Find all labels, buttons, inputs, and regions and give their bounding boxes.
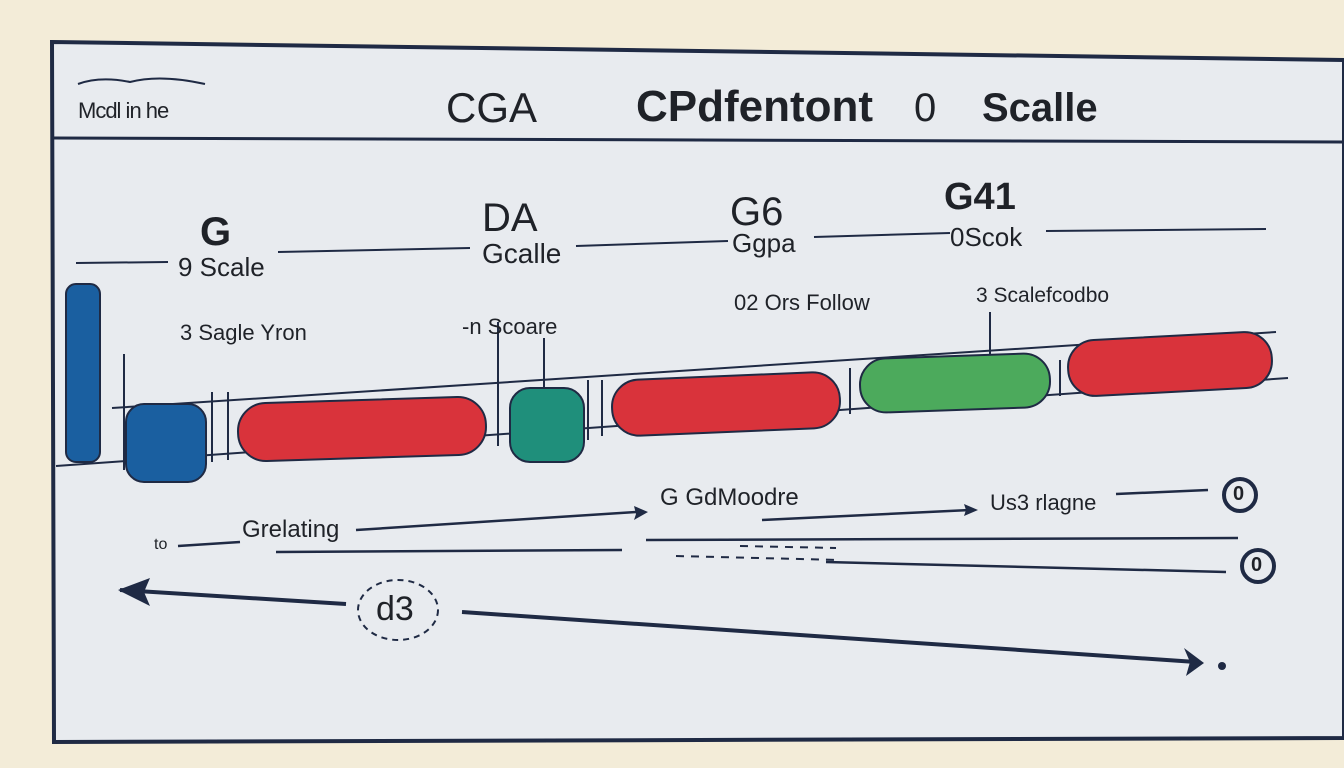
stage-4-sub: 0Scok	[950, 222, 1023, 252]
segment-blue-block	[125, 403, 207, 483]
arrow-right-icon	[1184, 648, 1204, 676]
stage-1-sub: 9 Scale	[178, 252, 265, 282]
stage-connectors	[75, 228, 1267, 264]
circle-top-label: 0	[1233, 483, 1245, 505]
circle-top-icon	[1222, 477, 1258, 513]
title-left: CGA	[446, 84, 538, 131]
flow-left-prefix: to	[154, 536, 168, 553]
stage-1-note: 3 Sagle Yron	[180, 320, 307, 345]
flow-lines	[119, 488, 1239, 664]
segment-green	[859, 352, 1051, 414]
segment-red-2	[611, 371, 841, 437]
segment-teal	[509, 387, 585, 463]
loop-label: d3	[376, 590, 414, 628]
arrow-left-icon	[118, 578, 150, 606]
corner-note: Mcdl in he	[78, 98, 169, 123]
stage-3-note: 02 Ors Follow	[734, 290, 870, 315]
corner-flourish	[77, 77, 206, 85]
track-segments	[65, 283, 1273, 483]
stage-3-head: G6	[730, 190, 784, 234]
dot-icon	[1218, 662, 1226, 670]
stage-3-sub: Ggpa	[732, 228, 796, 258]
stage-4-head: G41	[944, 176, 1016, 218]
stage-4-note: 3 Scalefcodbo	[976, 284, 1110, 307]
arrow-mid-icon	[634, 506, 648, 520]
title-right: Scalle	[982, 86, 1098, 130]
circle-bottom-icon	[1240, 548, 1276, 584]
page-title: CPdfentont	[636, 82, 874, 131]
segment-red-1	[237, 395, 487, 463]
stage-2-note: -n Scoare	[462, 314, 558, 339]
header-divider	[53, 136, 1344, 144]
stage-2-sub: Gcalle	[482, 238, 562, 269]
flow-left-label: Grelating	[242, 516, 340, 543]
stage-1-head: G	[200, 210, 232, 254]
flow-right-label: Us3 rlagne	[990, 490, 1097, 515]
arrow-small-icon	[964, 504, 978, 516]
circle-bottom-label: 0	[1251, 554, 1263, 576]
flow-mid-label: G GdMoodre	[660, 484, 799, 511]
segment-blue-bar	[65, 283, 101, 463]
arrow-heads	[118, 504, 1226, 676]
segment-red-3	[1067, 331, 1273, 397]
title-number: 0	[914, 86, 937, 130]
stage-2-head: DA	[482, 196, 538, 240]
loop-icon	[357, 579, 439, 641]
